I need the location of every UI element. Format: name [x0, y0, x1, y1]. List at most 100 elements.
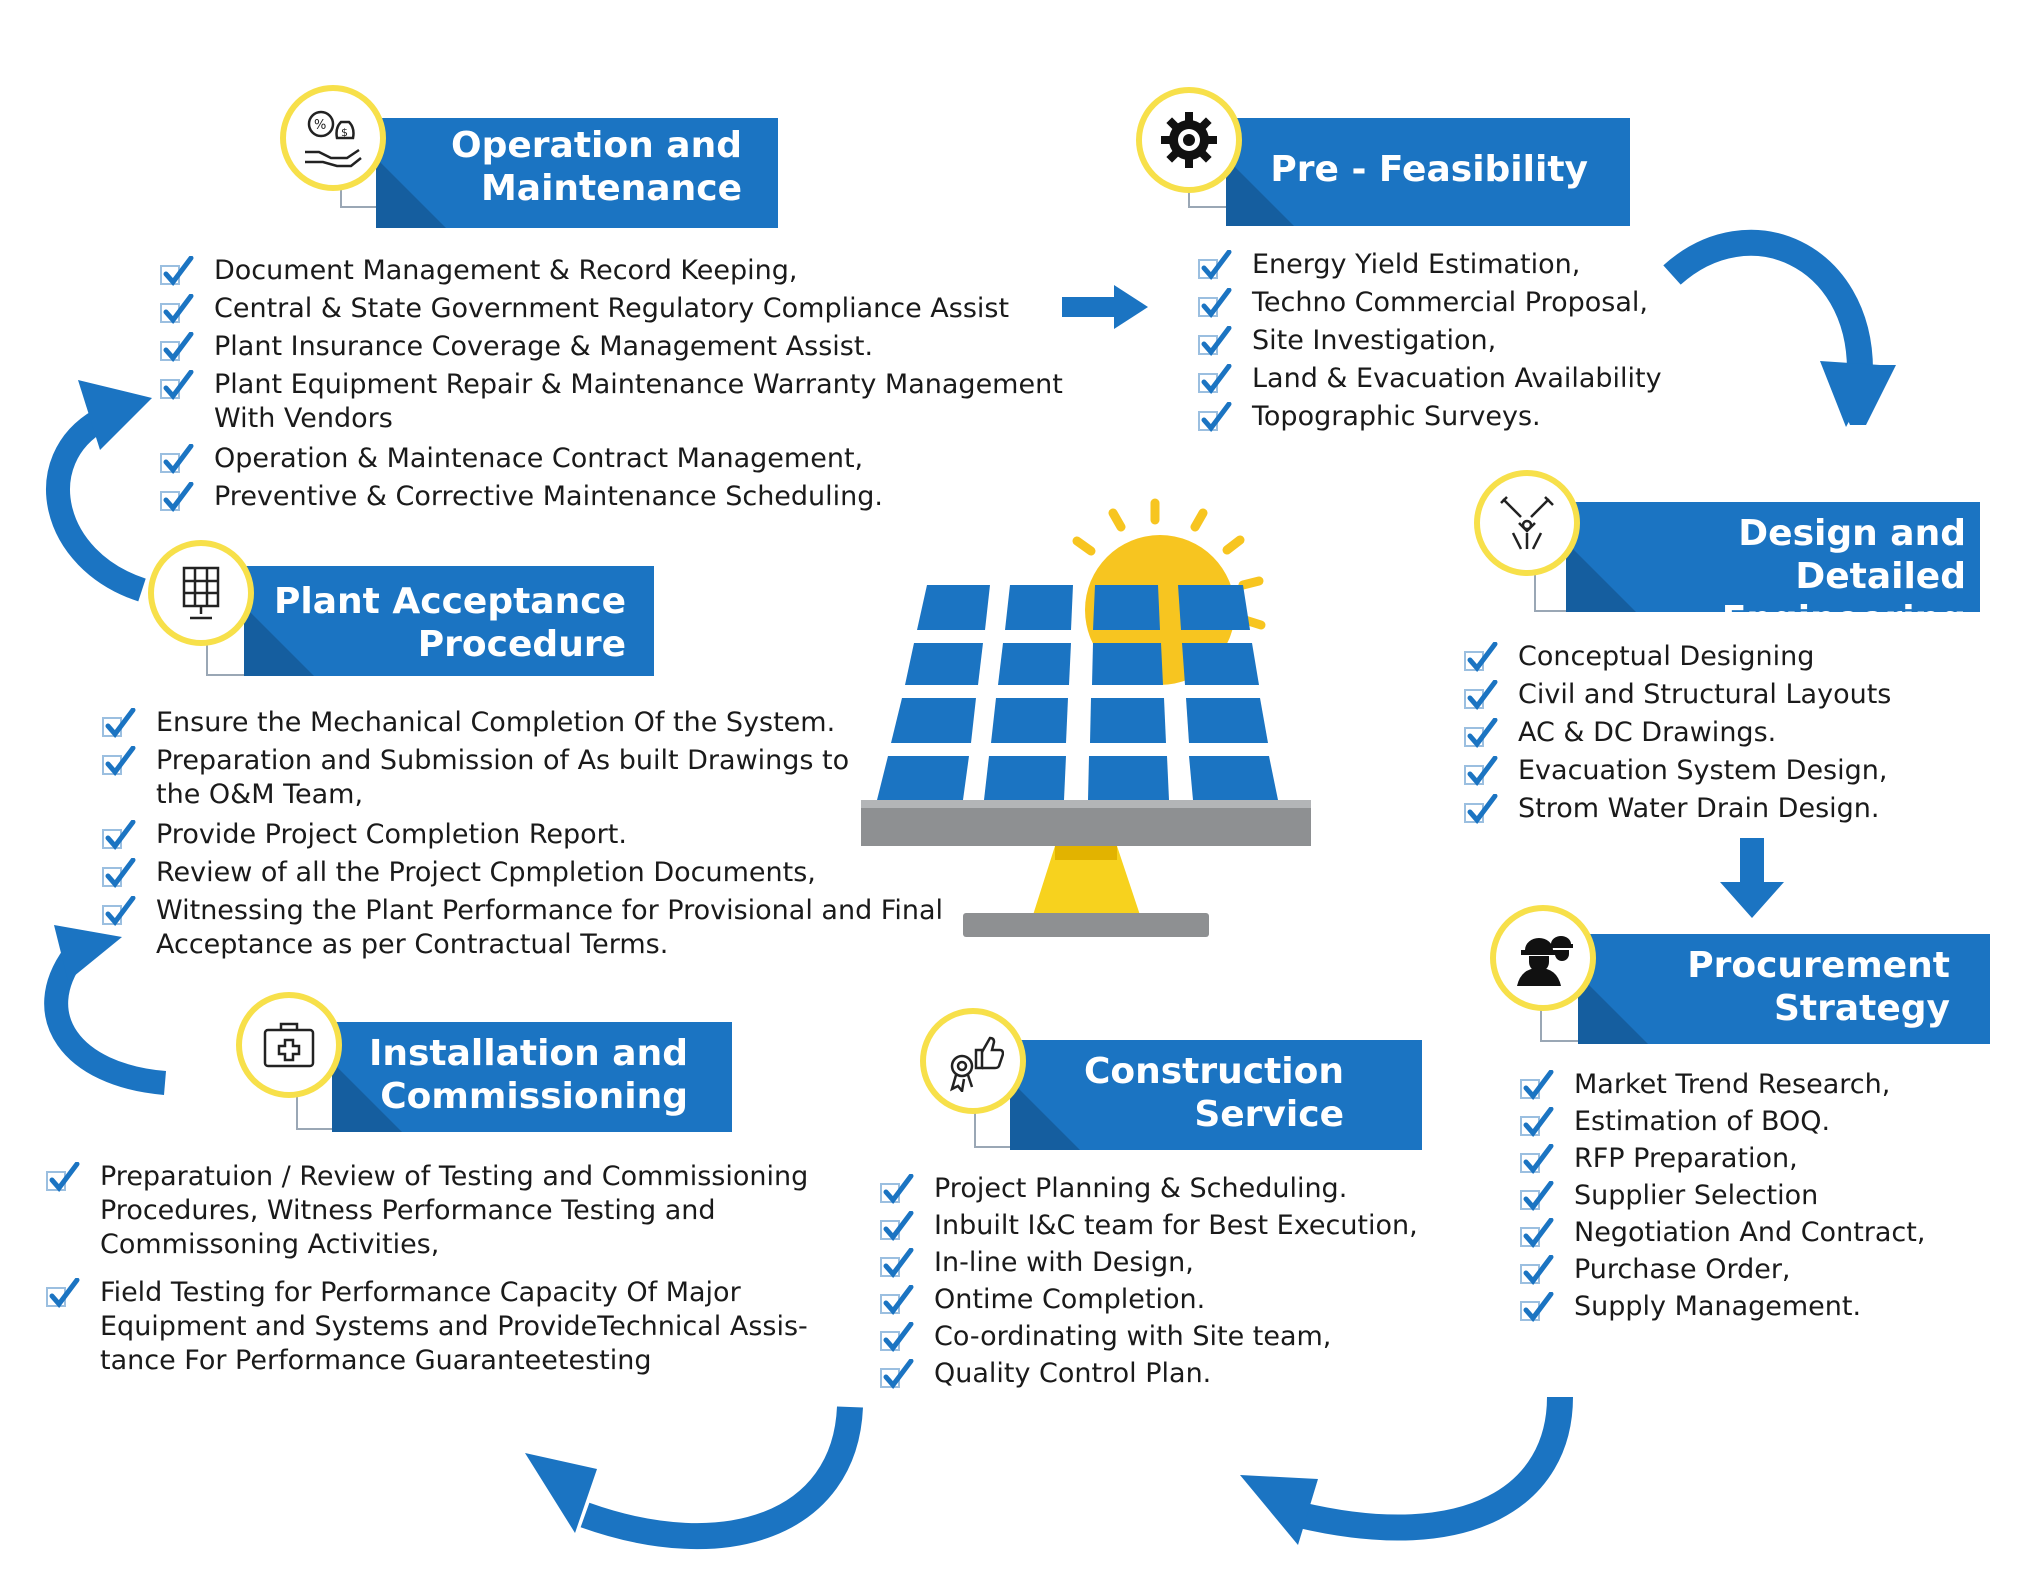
list-item: Witnessing the Plant Performance for Pro… [102, 894, 956, 962]
installation-title: Installation and Commissioning [368, 1033, 688, 1118]
check-icon [880, 1359, 914, 1389]
design-engineering-title: Design and Detailed Engineering [1721, 513, 1966, 641]
check-icon [46, 1162, 80, 1192]
list-item: RFP Preparation, [1520, 1142, 2000, 1176]
check-icon [880, 1248, 914, 1278]
list-item: Co-ordinating with Site team, [880, 1320, 1440, 1354]
list-item: Conceptual Designing [1464, 640, 2004, 674]
check-icon [1464, 642, 1498, 672]
check-icon [1520, 1144, 1554, 1174]
check-icon [1198, 402, 1232, 432]
check-icon [880, 1285, 914, 1315]
list-item: Market Trend Research, [1520, 1068, 2000, 1102]
check-icon [1520, 1255, 1554, 1285]
gear-icon [1136, 87, 1242, 193]
check-icon [102, 820, 136, 850]
list-item: Energy Yield Estimation, [1198, 248, 1798, 282]
check-icon [102, 746, 136, 776]
check-icon [160, 294, 194, 324]
check-icon [160, 444, 194, 474]
medical-kit-icon [236, 992, 342, 1098]
arrow-om-to-prefeasibility [1062, 285, 1148, 329]
check-icon [1520, 1107, 1554, 1137]
list-item: AC & DC Drawings. [1464, 716, 2004, 750]
arrow-acceptance-to-om [46, 380, 152, 602]
check-icon [1198, 364, 1232, 394]
construction-list: Project Planning & Scheduling. Inbuilt I… [880, 1172, 1440, 1394]
plant-acceptance-banner: Plant Acceptance Procedure [244, 566, 654, 676]
check-icon [102, 708, 136, 738]
list-item: Quality Control Plan. [880, 1357, 1440, 1391]
check-icon [1520, 1292, 1554, 1322]
list-item: Purchase Order, [1520, 1253, 2000, 1287]
arrow-procurement-to-construction [1240, 1396, 1573, 1545]
list-item: Techno Commercial Proposal, [1198, 286, 1798, 320]
list-item: Ontime Completion. [880, 1283, 1440, 1317]
construction-banner: Construction Service [1010, 1040, 1422, 1150]
check-icon [880, 1211, 914, 1241]
solar-panel-icon [148, 540, 254, 646]
check-icon [1464, 756, 1498, 786]
list-item: Strom Water Drain Design. [1464, 792, 2004, 826]
check-icon [102, 896, 136, 926]
list-item: Negotiation And Contract, [1520, 1216, 2000, 1250]
list-item: Topographic Surveys. [1198, 400, 1798, 434]
check-icon [1464, 718, 1498, 748]
check-icon [160, 370, 194, 400]
list-item: Project Planning & Scheduling. [880, 1172, 1440, 1206]
list-item: Ensure the Mechanical Completion Of the … [102, 706, 922, 740]
check-icon [1198, 288, 1232, 318]
list-item: Preparation and Submission of As built D… [102, 744, 896, 812]
list-item: Plant Equipment Repair & Maintenance War… [160, 368, 1124, 436]
construction-title: Construction Service [1083, 1051, 1344, 1136]
design-engineering-list: Conceptual Designing Civil and Structura… [1464, 640, 2004, 830]
procurement-list: Market Trend Research, Estimation of BOQ… [1520, 1068, 2000, 1327]
list-item: Plant Insurance Coverage & Management As… [160, 330, 1120, 364]
list-item: Supply Management. [1520, 1290, 2000, 1324]
list-item: In-line with Design, [880, 1246, 1440, 1280]
check-icon [160, 332, 194, 362]
list-item: Preparatuion / Review of Testing and Com… [46, 1160, 866, 1262]
arrow-design-to-procurement [1720, 838, 1784, 918]
list-item: Land & Evacuation Availability [1198, 362, 1798, 396]
check-icon [1464, 794, 1498, 824]
operation-maintenance-banner: Operation and Maintenance [376, 118, 778, 228]
check-icon [880, 1322, 914, 1352]
list-item: Provide Project Completion Report. [102, 818, 922, 852]
installation-banner: Installation and Commissioning [332, 1022, 732, 1132]
installation-list: Preparatuion / Review of Testing and Com… [46, 1160, 866, 1382]
check-icon [1520, 1070, 1554, 1100]
plant-acceptance-list: Ensure the Mechanical Completion Of the … [102, 706, 943, 966]
arrow-prefeasibility-to-design [1663, 229, 1896, 427]
procurement-banner: Procurement Strategy [1578, 934, 1990, 1044]
list-item: Supplier Selection [1520, 1179, 2000, 1213]
check-icon [46, 1278, 80, 1308]
operation-maintenance-title: Operation and Maintenance [451, 125, 742, 210]
svg-text:$: $ [341, 126, 348, 139]
solar-panel-illustration [861, 498, 1311, 937]
check-icon [102, 858, 136, 888]
list-item: Preventive & Corrective Maintenance Sche… [160, 480, 1120, 514]
check-icon [160, 482, 194, 512]
check-icon [1520, 1181, 1554, 1211]
pre-feasibility-title: Pre - Feasibility [1270, 149, 1588, 190]
check-icon [1464, 680, 1498, 710]
list-item: Inbuilt I&C team for Best Execution, [880, 1209, 1440, 1243]
plant-acceptance-title: Plant Acceptance Procedure [273, 581, 626, 666]
list-item: Operation & Maintenace Contract Manageme… [160, 442, 1120, 476]
operation-maintenance-list: Document Management & Record Keeping, Ce… [160, 254, 1120, 518]
svg-text:%: % [314, 118, 326, 133]
procurement-title: Procurement Strategy [1687, 945, 1950, 1030]
check-icon [1198, 326, 1232, 356]
design-engineering-banner: Design and Detailed Engineering [1566, 502, 1980, 640]
pre-feasibility-banner: Pre - Feasibility [1226, 118, 1630, 226]
pre-feasibility-list: Energy Yield Estimation, Techno Commerci… [1198, 248, 1798, 438]
check-icon [1198, 250, 1232, 280]
list-item: Site Investigation, [1198, 324, 1798, 358]
list-item: Document Management & Record Keeping, [160, 254, 1120, 288]
list-item: Estimation of BOQ. [1520, 1105, 2000, 1139]
check-icon [1520, 1218, 1554, 1248]
workers-icon [1490, 905, 1596, 1011]
list-item: Review of all the Project Cpmpletion Doc… [102, 856, 922, 890]
list-item: Central & State Government Regulatory Co… [160, 292, 1120, 326]
